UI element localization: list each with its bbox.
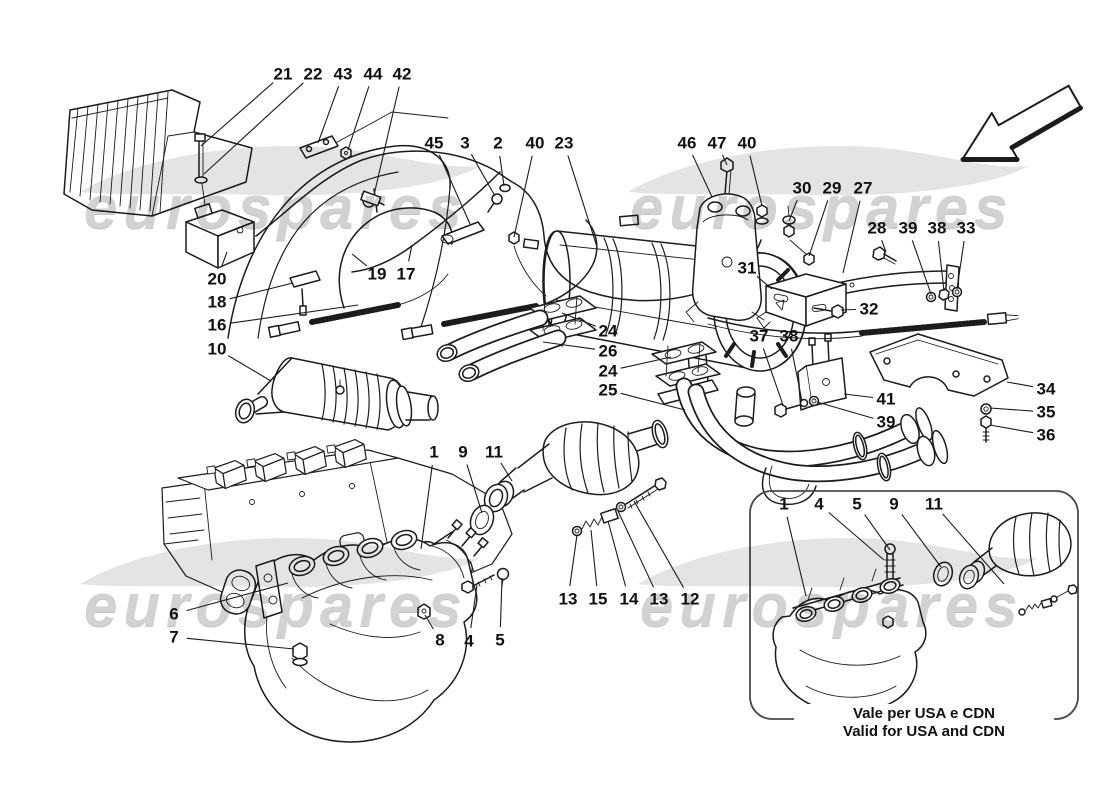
part-number-label: 31 bbox=[737, 258, 757, 278]
part-number-label: 9 bbox=[458, 442, 468, 462]
part-number-label: 13 bbox=[558, 589, 578, 609]
inset-spring-kit bbox=[1018, 584, 1078, 616]
part-number-label: 23 bbox=[554, 133, 574, 153]
plate-34-35-36 bbox=[869, 333, 1009, 443]
part-number-label: 27 bbox=[853, 178, 873, 198]
part-number-label: 5 bbox=[495, 630, 505, 650]
part-number-label: 25 bbox=[598, 380, 618, 400]
part-number-label: 33 bbox=[956, 218, 976, 238]
part-number-label: 1 bbox=[429, 442, 439, 462]
oxygen-sensor-right bbox=[707, 312, 1019, 340]
part-number-label: 39 bbox=[898, 218, 918, 238]
part-number-label: 26 bbox=[598, 341, 618, 361]
part-number-label: 19 bbox=[367, 264, 387, 284]
inset-caption-line1: Vale per USA e CDN bbox=[853, 705, 995, 722]
part-number-label: 13 bbox=[649, 589, 669, 609]
part-number-label: 14 bbox=[619, 589, 639, 609]
part-number-label: 21 bbox=[273, 64, 293, 84]
inset-caption-line2: Valid for USA and CDN bbox=[843, 723, 1005, 740]
nut-7 bbox=[292, 642, 308, 667]
part-number-label: 40 bbox=[737, 133, 757, 153]
part-number-label: 43 bbox=[333, 64, 353, 84]
part-number-label: 45 bbox=[424, 133, 444, 153]
part-number-label: 40 bbox=[525, 133, 545, 153]
y-pipe-25 bbox=[657, 377, 949, 506]
lever-45-bolt-3-washer-2 bbox=[440, 183, 511, 245]
part-number-label: 44 bbox=[363, 64, 383, 84]
part-number-label: 22 bbox=[303, 64, 323, 84]
part-number-label: 16 bbox=[207, 315, 227, 335]
part-number-label: 42 bbox=[392, 64, 412, 84]
part-number-label: 30 bbox=[792, 178, 812, 198]
part-number-label: 1 bbox=[779, 494, 789, 514]
part-number-label: 46 bbox=[677, 133, 697, 153]
part-number-label: 29 bbox=[822, 178, 842, 198]
part-number-label: 17 bbox=[396, 264, 416, 284]
oxygen-sensor-mid bbox=[400, 303, 539, 341]
part-number-label: 12 bbox=[680, 589, 700, 609]
part-number-label: 4 bbox=[814, 494, 824, 514]
part-number-label: 24 bbox=[598, 361, 618, 381]
part-number-label: 47 bbox=[707, 133, 727, 153]
part-number-label: 38 bbox=[927, 218, 947, 238]
part-number-label: 2 bbox=[493, 133, 503, 153]
part-number-label: 11 bbox=[485, 442, 503, 462]
bracket-31-32 bbox=[756, 273, 847, 329]
part-number-label: 11 bbox=[925, 494, 943, 514]
part-number-label: 7 bbox=[169, 627, 179, 647]
front-catalytic-converter bbox=[483, 419, 669, 513]
part-number-label: 4 bbox=[464, 631, 474, 651]
spring-kit-12-13-14-15 bbox=[571, 477, 667, 537]
part-number-label: 15 bbox=[588, 589, 608, 609]
part-number-label: 32 bbox=[859, 299, 879, 319]
part-number-label: 24 bbox=[598, 321, 618, 341]
part-number-label: 34 bbox=[1036, 379, 1056, 399]
part-number-label: 37 bbox=[749, 326, 769, 346]
part-number-label: 9 bbox=[889, 494, 899, 514]
part-number-label: 3 bbox=[460, 133, 470, 153]
part-number-label: 5 bbox=[852, 494, 862, 514]
part-number-label: 28 bbox=[867, 218, 887, 238]
part-number-label: 38 bbox=[779, 326, 799, 346]
part-number-label: 36 bbox=[1036, 425, 1056, 445]
inset-caption: Vale per USA e CDN Valid for USA and CDN bbox=[794, 704, 1054, 742]
part-number-label: 35 bbox=[1036, 402, 1056, 422]
part-number-label: 41 bbox=[876, 389, 896, 409]
part-number-label: 18 bbox=[207, 292, 227, 312]
part-number-label: 8 bbox=[435, 630, 445, 650]
rear-catalytic-converter-10 bbox=[234, 357, 439, 431]
part-number-label: 6 bbox=[169, 604, 179, 624]
part-number-label: 39 bbox=[876, 412, 896, 432]
part-number-label: 20 bbox=[207, 269, 227, 289]
part-number-label: 10 bbox=[207, 339, 227, 359]
